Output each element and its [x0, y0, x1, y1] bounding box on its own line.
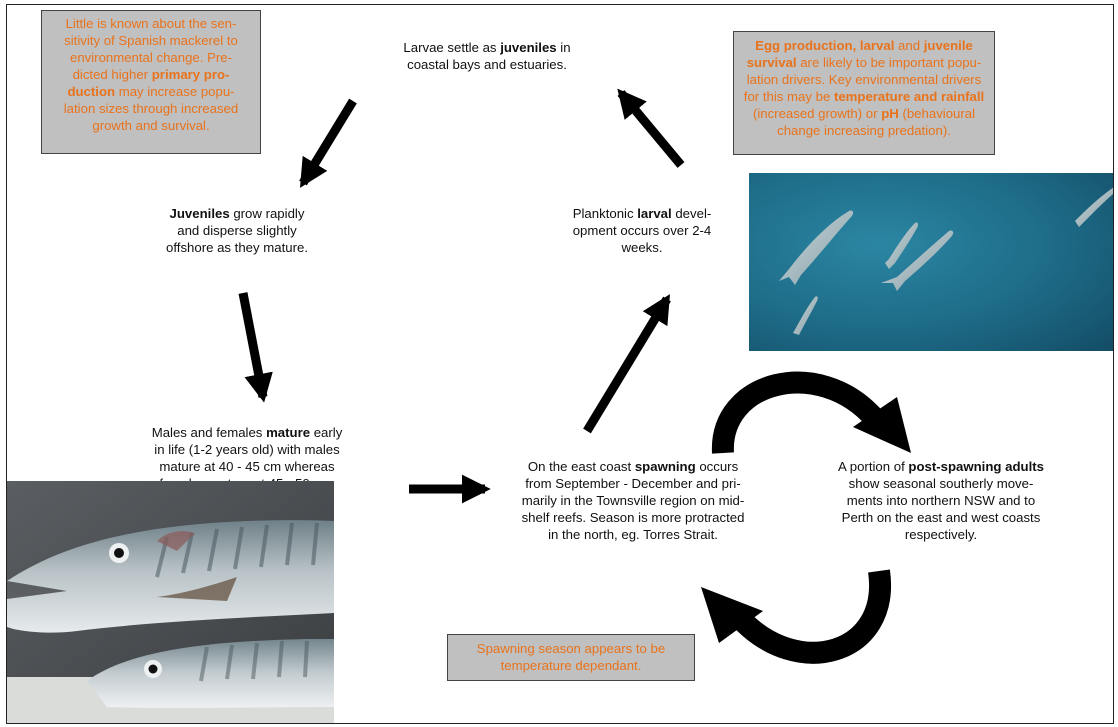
- text-segment: sitivity of Spanish mackerel to: [64, 33, 238, 48]
- text-segment: in life (1-2 years old) with males: [154, 442, 340, 457]
- stage-larvae-settle: Larvae settle as juveniles in coastal bay…: [367, 39, 607, 73]
- text-segment: post-spawning adults: [908, 459, 1044, 474]
- text-segment: larval: [637, 206, 672, 221]
- text-segment: environmental change. Pre-: [69, 50, 232, 65]
- text-segment: for this may be: [743, 89, 834, 104]
- stage-juveniles-grow: Juveniles grow rapidly and disperse sligh…: [137, 205, 337, 256]
- text-segment: occurs: [695, 459, 739, 474]
- text-segment: survival: [746, 55, 797, 70]
- diagram-frame: Little is known about the sen-sitivity o…: [6, 4, 1114, 724]
- text-segment: (behavioural: [898, 106, 976, 121]
- text-segment: growth and survival.: [92, 118, 210, 133]
- text-segment: may increase popu-: [115, 84, 235, 99]
- text-segment: lation sizes through increased: [63, 101, 239, 116]
- arrow-spawning-to-larval: [583, 294, 671, 434]
- text-segment: (increased growth) or: [752, 106, 882, 121]
- arrow-curve-to-spawning: [730, 569, 892, 664]
- text-segment: opment occurs over 2-4: [572, 223, 712, 238]
- text-segment: shelf reefs. Season is more protracted: [521, 510, 745, 525]
- arrow-larval-to-settle: [617, 88, 685, 168]
- mackerel-catch-photo: [7, 481, 334, 723]
- text-segment: duction: [67, 84, 116, 99]
- text-segment: Males and females: [151, 425, 267, 440]
- text-segment: juvenile: [923, 38, 973, 53]
- text-segment: weeks.: [621, 240, 663, 255]
- text-segment: spawning: [634, 459, 696, 474]
- arrow-juveniles-to-mature: [238, 292, 273, 403]
- text-segment: show seasonal southerly move-: [848, 476, 1034, 491]
- text-segment: coastal bays and estuaries.: [407, 57, 567, 72]
- arrow-settle-to-juveniles: [299, 98, 357, 188]
- text-segment: temperature and rainfall: [833, 89, 985, 104]
- text-segment: ments into northern NSW and to: [846, 493, 1036, 508]
- text-segment: respectively.: [904, 527, 978, 542]
- text-segment: Perth on the east and west coasts: [841, 510, 1041, 525]
- text-segment: and: [894, 38, 924, 53]
- text-segment: from September - December and pri-: [525, 476, 741, 491]
- text-segment: in: [556, 40, 571, 55]
- text-segment: mature: [266, 425, 311, 440]
- arrow-curve-to-post-spawning-head: [853, 397, 911, 453]
- arrow-curve-to-post-spawning: [711, 371, 884, 454]
- text-segment: marily in the Townsville region on mid-: [521, 493, 745, 508]
- text-segment: are likely to be important popu-: [796, 55, 982, 70]
- arrow-curve-to-spawning-head: [701, 587, 763, 643]
- text-segment: offshore as they mature.: [166, 240, 308, 255]
- text-segment: lation drivers. Key environmental driver…: [746, 72, 982, 87]
- text-segment: mature at 40 - 45 cm whereas: [159, 459, 335, 474]
- text-segment: On the east coast: [527, 459, 635, 474]
- stage-spawning: On the east coast spawning occurs from Se…: [497, 458, 769, 543]
- text-segment: Larvae settle as: [403, 40, 501, 55]
- text-segment: Juveniles: [169, 206, 230, 221]
- text-segment: early: [310, 425, 343, 440]
- stage-post-spawning: A portion of post-spawning adults show se…: [821, 458, 1061, 543]
- text-segment: in the north, eg. Torres Strait.: [548, 527, 718, 542]
- text-segment: change increasing predation).: [777, 123, 951, 138]
- text-segment: Planktonic: [572, 206, 638, 221]
- text-segment: grow rapidly: [229, 206, 305, 221]
- text-segment: A portion of: [838, 459, 909, 474]
- text-segment: pH: [881, 106, 899, 121]
- text-segment: juveniles: [500, 40, 557, 55]
- lifecycle-arrows: [238, 88, 911, 664]
- underwater-mackerel-photo: [749, 173, 1113, 351]
- stage-larval-development: Planktonic larval devel-opment occurs ov…: [542, 205, 742, 256]
- text-segment: primary pro-: [151, 67, 230, 82]
- text-segment: and disperse slightly: [177, 223, 297, 238]
- note-population-drivers: Egg production, larval and juvenile survi…: [733, 31, 995, 155]
- note-environmental-sensitivity: Little is known about the sen-sitivity o…: [41, 10, 261, 154]
- text-segment: Little is known about the sen-: [65, 16, 237, 31]
- note-spawning-temperature: Spawning season appears to be temperature…: [447, 634, 695, 681]
- text-segment: dicted higher: [72, 67, 152, 82]
- text-segment: Egg production, larval: [755, 38, 895, 53]
- text-segment: temperature dependant.: [500, 658, 642, 673]
- text-segment: devel-: [671, 206, 712, 221]
- text-segment: Spawning season appears to be: [476, 641, 666, 656]
